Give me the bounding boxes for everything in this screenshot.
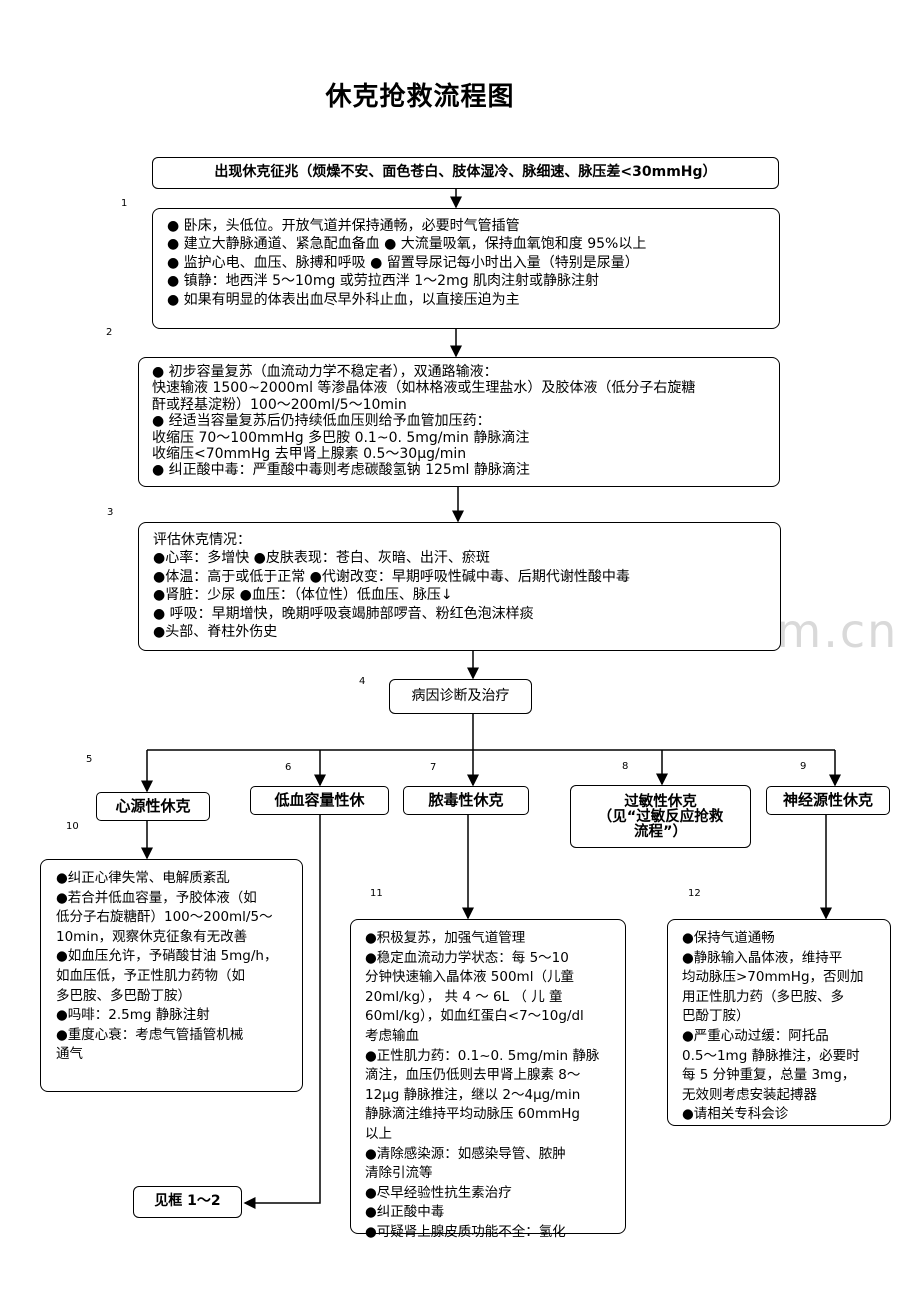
- resuscitation-line: 酐或羟基淀粉）100～200ml/5～10min: [152, 396, 407, 413]
- step-number-6: 6: [285, 762, 292, 773]
- step-number-8: 8: [622, 761, 629, 772]
- hypovolemic-shock-label: 低血容量性休: [274, 791, 365, 809]
- neurogenic-treatment-line: 无效则考虑安装起搏器: [682, 1086, 817, 1103]
- cardiogenic-treatment-line: ●如血压允许，予硝酸甘油 5mg/h，: [56, 948, 278, 965]
- septic-treatment-line: 60ml/kg），如血红蛋白<7～10g/dl: [365, 1008, 584, 1025]
- neurogenic-treatment-box: ●保持气道通畅 ●静脉输入晶体液，维持平 均动脉压>70mmHg，否则加 用正性…: [667, 919, 891, 1126]
- septic-shock-box: 脓毒性休克: [403, 786, 529, 815]
- measure-line: ● 监护心电、血压、脉搏和呼吸 ● 留置导尿记每小时出入量（特别是尿量）: [167, 254, 639, 271]
- assessment-line: ●心率：多增快 ●皮肤表现：苍白、灰暗、出汗、瘀斑: [153, 550, 490, 567]
- step-number-10: 10: [66, 821, 79, 832]
- hypovolemic-shock-box: 低血容量性休: [250, 786, 389, 815]
- septic-treatment-line: ●清除感染源：如感染导管、脓肿: [365, 1145, 566, 1162]
- measure-line: ● 如果有明显的体表出血尽早外科止血，以直接压迫为主: [167, 291, 520, 308]
- resuscitation-line: ● 纠正酸中毒：严重酸中毒则考虑碳酸氢钠 125ml 静脉滴注: [152, 462, 530, 479]
- cardiogenic-treatment-line: ●纠正心律失常、电解质紊乱: [56, 870, 230, 886]
- shock-signs-text: 出现休克征兆（烦燥不安、面色苍白、肢体湿冷、脉细速、脉压差<30mmHg）: [214, 164, 717, 180]
- measure-line: ● 卧床，头低位。开放气道并保持通畅，必要时气管插管: [167, 218, 520, 234]
- cardiogenic-treatment-line: ●重度心衰：考虑气管插管机械: [56, 1026, 244, 1043]
- cardiogenic-shock-label: 心源性休克: [115, 797, 191, 815]
- assessment-line: ●肾脏：少尿 ●血压：（体位性）低血压、脉压↓: [153, 587, 453, 604]
- neurogenic-treatment-line: 0.5～1mg 静脉推注，必要时: [682, 1047, 860, 1064]
- septic-treatment-line: ●积极复苏，加强气道管理: [365, 930, 526, 946]
- neurogenic-treatment-line: ●静脉输入晶体液，维持平: [682, 949, 843, 966]
- septic-treatment-line: 分钟快速输入晶体液 500ml（儿童: [365, 969, 574, 986]
- septic-treatment-line: 静脉滴注维持平均动脉压 60mmHg: [365, 1106, 580, 1123]
- neurogenic-treatment-line: 均动脉压>70mmHg，否则加: [682, 969, 864, 986]
- neurogenic-treatment-line: ●请相关专科会诊: [682, 1106, 789, 1123]
- septic-treatment-line: 12μg 静脉推注，继以 2～4μg/min: [365, 1086, 581, 1103]
- arrow-hypovolemic-see: [243, 815, 321, 1209]
- septic-treatment-line: 以上: [365, 1125, 392, 1142]
- septic-treatment-line: 考虑输血: [365, 1027, 419, 1044]
- fluid-resuscitation-box: ● 初步容量复苏（血流动力学不稳定者），双通路输液： 快速输液 1500~200…: [138, 357, 780, 487]
- septic-treatment-line: 滴注，血压仍低则去甲肾上腺素 8～: [365, 1067, 581, 1084]
- step-number-12: 12: [688, 888, 701, 899]
- step-number-9: 9: [800, 761, 807, 772]
- resuscitation-line: 快速输液 1500~2000ml 等渗晶体液（如林格液或生理盐水）及胶体液（低分…: [152, 380, 696, 397]
- neurogenic-shock-box: 神经源性休克: [766, 786, 890, 815]
- septic-treatment-line: ●正性肌力药：0.1~0. 5mg/min 静脉: [365, 1047, 600, 1064]
- assessment-line: ●头部、脊柱外伤史: [153, 624, 278, 641]
- initial-measures-box: ● 卧床，头低位。开放气道并保持通畅，必要时气管插管 ● 建立大静脉通道、紧急配…: [152, 208, 780, 329]
- septic-treatment-line: ●纠正酸中毒: [365, 1204, 445, 1221]
- page-title: 休克抢救流程图: [325, 82, 515, 112]
- step-number-11: 11: [370, 888, 383, 899]
- step-number-3: 3: [107, 507, 114, 518]
- shock-signs-box: 出现休克征兆（烦燥不安、面色苍白、肢体湿冷、脉细速、脉压差<30mmHg）: [152, 157, 779, 189]
- diagnosis-treatment-label: 病因诊断及治疗: [411, 688, 510, 704]
- measure-line: ● 建立大静脉通道、紧急配血备血 ● 大流量吸氧，保持血氧饱和度 95%以上: [167, 236, 647, 253]
- cardiogenic-treatment-line: 多巴胺、多巴酚丁胺）: [56, 987, 191, 1004]
- neurogenic-treatment-line: 用正性肌力药（多巴胺、多: [682, 988, 844, 1005]
- see-box-reference: 见框 1～2: [133, 1186, 242, 1218]
- step-number-2: 2: [106, 327, 113, 338]
- resuscitation-line: 收缩压<70mmHg 去甲肾上腺素 0.5～30μg/min: [152, 446, 467, 463]
- assessment-line: ● 呼吸：早期增快，晚期呼吸衰竭肺部啰音、粉红色泡沫样痰: [153, 605, 534, 622]
- septic-treatment-line: 清除引流等: [365, 1165, 433, 1182]
- assessment-line: 评估休克情况：: [153, 532, 251, 548]
- step-number-7: 7: [430, 762, 437, 773]
- neurogenic-treatment-line: 每 5 分钟重复，总量 3mg，: [682, 1067, 856, 1084]
- anaphylactic-shock-label: 过敏性休克 （见“过敏反应抢救 流程”）: [597, 794, 724, 840]
- septic-shock-label: 脓毒性休克: [428, 791, 504, 809]
- neurogenic-treatment-line: ●严重心动过缓：阿托品: [682, 1027, 829, 1044]
- neurogenic-treatment-line: ●保持气道通畅: [682, 930, 775, 946]
- assessment-line: ●体温：高于或低于正常 ●代谢改变：早期呼吸性碱中毒、后期代谢性酸中毒: [153, 568, 630, 585]
- cardiogenic-treatment-line: ●若合并低血容量，予胶体液（如: [56, 889, 257, 906]
- septic-treatment-line: 20ml/kg）， 共 4 ～ 6L （ 儿 童: [365, 988, 563, 1005]
- resuscitation-line: 收缩压 70～100mmHg 多巴胺 0.1~0. 5mg/min 静脉滴注: [152, 429, 530, 446]
- step-number-1: 1: [121, 198, 128, 209]
- step-number-4: 4: [359, 676, 366, 687]
- cardiogenic-shock-box: 心源性休克: [96, 792, 210, 821]
- measure-line: ● 镇静：地西泮 5～10mg 或劳拉西泮 1～2mg 肌肉注射或静脉注射: [167, 273, 600, 290]
- neurogenic-treatment-line: 巴酚丁胺）: [682, 1008, 750, 1025]
- anaphylactic-shock-box: 过敏性休克 （见“过敏反应抢救 流程”）: [570, 785, 751, 848]
- cardiogenic-treatment-line: 通气: [56, 1046, 83, 1063]
- septic-treatment-line: ●可疑肾上腺皮质功能不全：氢化: [365, 1223, 566, 1240]
- septic-treatment-line: ●稳定血流动力学状态：每 5～10: [365, 949, 569, 966]
- diagnosis-treatment-box: 病因诊断及治疗: [389, 679, 532, 714]
- resuscitation-line: ● 经适当容量复苏后仍持续低血压则给予血管加压药：: [152, 413, 491, 430]
- cardiogenic-treatment-box: ●纠正心律失常、电解质紊乱 ●若合并低血容量，予胶体液（如 低分子右旋糖酐）10…: [40, 859, 303, 1092]
- cardiogenic-treatment-line: 10min，观察休克征象有无改善: [56, 928, 248, 945]
- septic-treatment-line: ●尽早经验性抗生素治疗: [365, 1184, 512, 1201]
- see-box-label: 见框 1～2: [154, 1193, 221, 1209]
- cardiogenic-treatment-line: 低分子右旋糖酐）100～200ml/5～: [56, 909, 273, 926]
- step-number-5: 5: [86, 754, 93, 765]
- shock-assessment-box: 评估休克情况： ●心率：多增快 ●皮肤表现：苍白、灰暗、出汗、瘀斑 ●体温：高于…: [138, 522, 781, 651]
- cardiogenic-treatment-line: ●吗啡：2.5mg 静脉注射: [56, 1007, 210, 1024]
- neurogenic-shock-label: 神经源性休克: [782, 791, 873, 809]
- resuscitation-line: ● 初步容量复苏（血流动力学不稳定者），双通路输液：: [152, 364, 498, 380]
- cardiogenic-treatment-line: 如血压低，予正性肌力药物（如: [56, 967, 245, 984]
- septic-treatment-box: ●积极复苏，加强气道管理 ●稳定血流动力学状态：每 5～10 分钟快速输入晶体液…: [350, 919, 626, 1240]
